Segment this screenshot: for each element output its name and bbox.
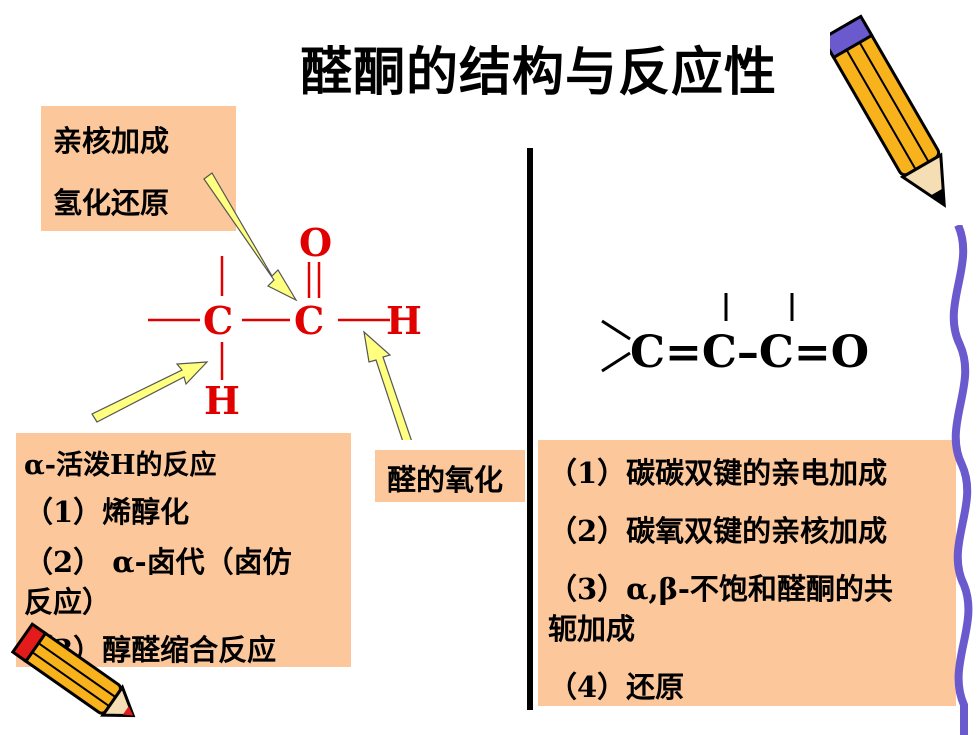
unsaturated-structure-diagram: C=C–C=O xyxy=(601,293,869,378)
page-title: 醛酮的结构与反应性 xyxy=(300,43,778,103)
wavy-border-right xyxy=(949,225,973,735)
bond-branch-down xyxy=(601,351,631,373)
alpha-h-heading: α-活泼H的反应 xyxy=(24,450,217,481)
unsat-item-3-cont: 轭加成 xyxy=(548,612,636,646)
nucleophilic-addition-box: 亲核加成 氢化还原 xyxy=(41,106,236,231)
atom-c1: C xyxy=(203,298,233,343)
aldehyde-structure-diagram: C C O H H xyxy=(91,172,422,440)
bond-branch-up xyxy=(601,319,631,341)
atom-o: O xyxy=(299,220,332,265)
pencil-icon-bottom-left xyxy=(10,622,136,718)
pencil-icon-top-right xyxy=(830,14,946,208)
unsat-item-2: （2）碳氧双键的亲核加成 xyxy=(548,514,888,548)
alpha-item-enolization: （1）烯醇化 xyxy=(24,495,190,529)
unsat-item-3: （3）α,β-不饱和醛酮的共 xyxy=(548,572,893,606)
arrow-to-carbonyl xyxy=(203,172,298,302)
unsat-item-4: （4）还原 xyxy=(548,670,685,704)
alpha-item-halogenation: （2） α-卤代（卤仿 xyxy=(24,545,292,579)
aldehyde-oxidation-label: 醛的氧化 xyxy=(387,463,504,497)
arrow-to-alpha-h xyxy=(91,361,209,423)
alpha-h-reaction-box: α-活泼H的反应 （1）烯醇化 （2） α-卤代（卤仿 反应） （3）醇醛缩合反… xyxy=(16,433,351,667)
vertical-divider xyxy=(527,148,533,710)
atom-c2: C xyxy=(294,298,324,343)
arrow-to-aldehyde-h xyxy=(363,330,412,440)
atom-h-right: H xyxy=(386,298,422,343)
nucleophilic-addition-label: 亲核加成 xyxy=(53,124,170,158)
aldehyde-oxidation-box: 醛的氧化 xyxy=(375,450,525,502)
atom-h-bottom: H xyxy=(204,378,240,423)
unsat-item-1: （1）碳碳双键的亲电加成 xyxy=(548,456,888,490)
alpha-item-halogenation-cont: 反应） xyxy=(24,585,112,619)
conjugated-formula: C=C–C=O xyxy=(630,327,869,378)
hydrogenation-reduction-label: 氢化还原 xyxy=(53,186,170,220)
unsaturated-reaction-box: （1）碳碳双键的亲电加成 （2）碳氧双键的亲核加成 （3）α,β-不饱和醛酮的共… xyxy=(538,440,956,706)
